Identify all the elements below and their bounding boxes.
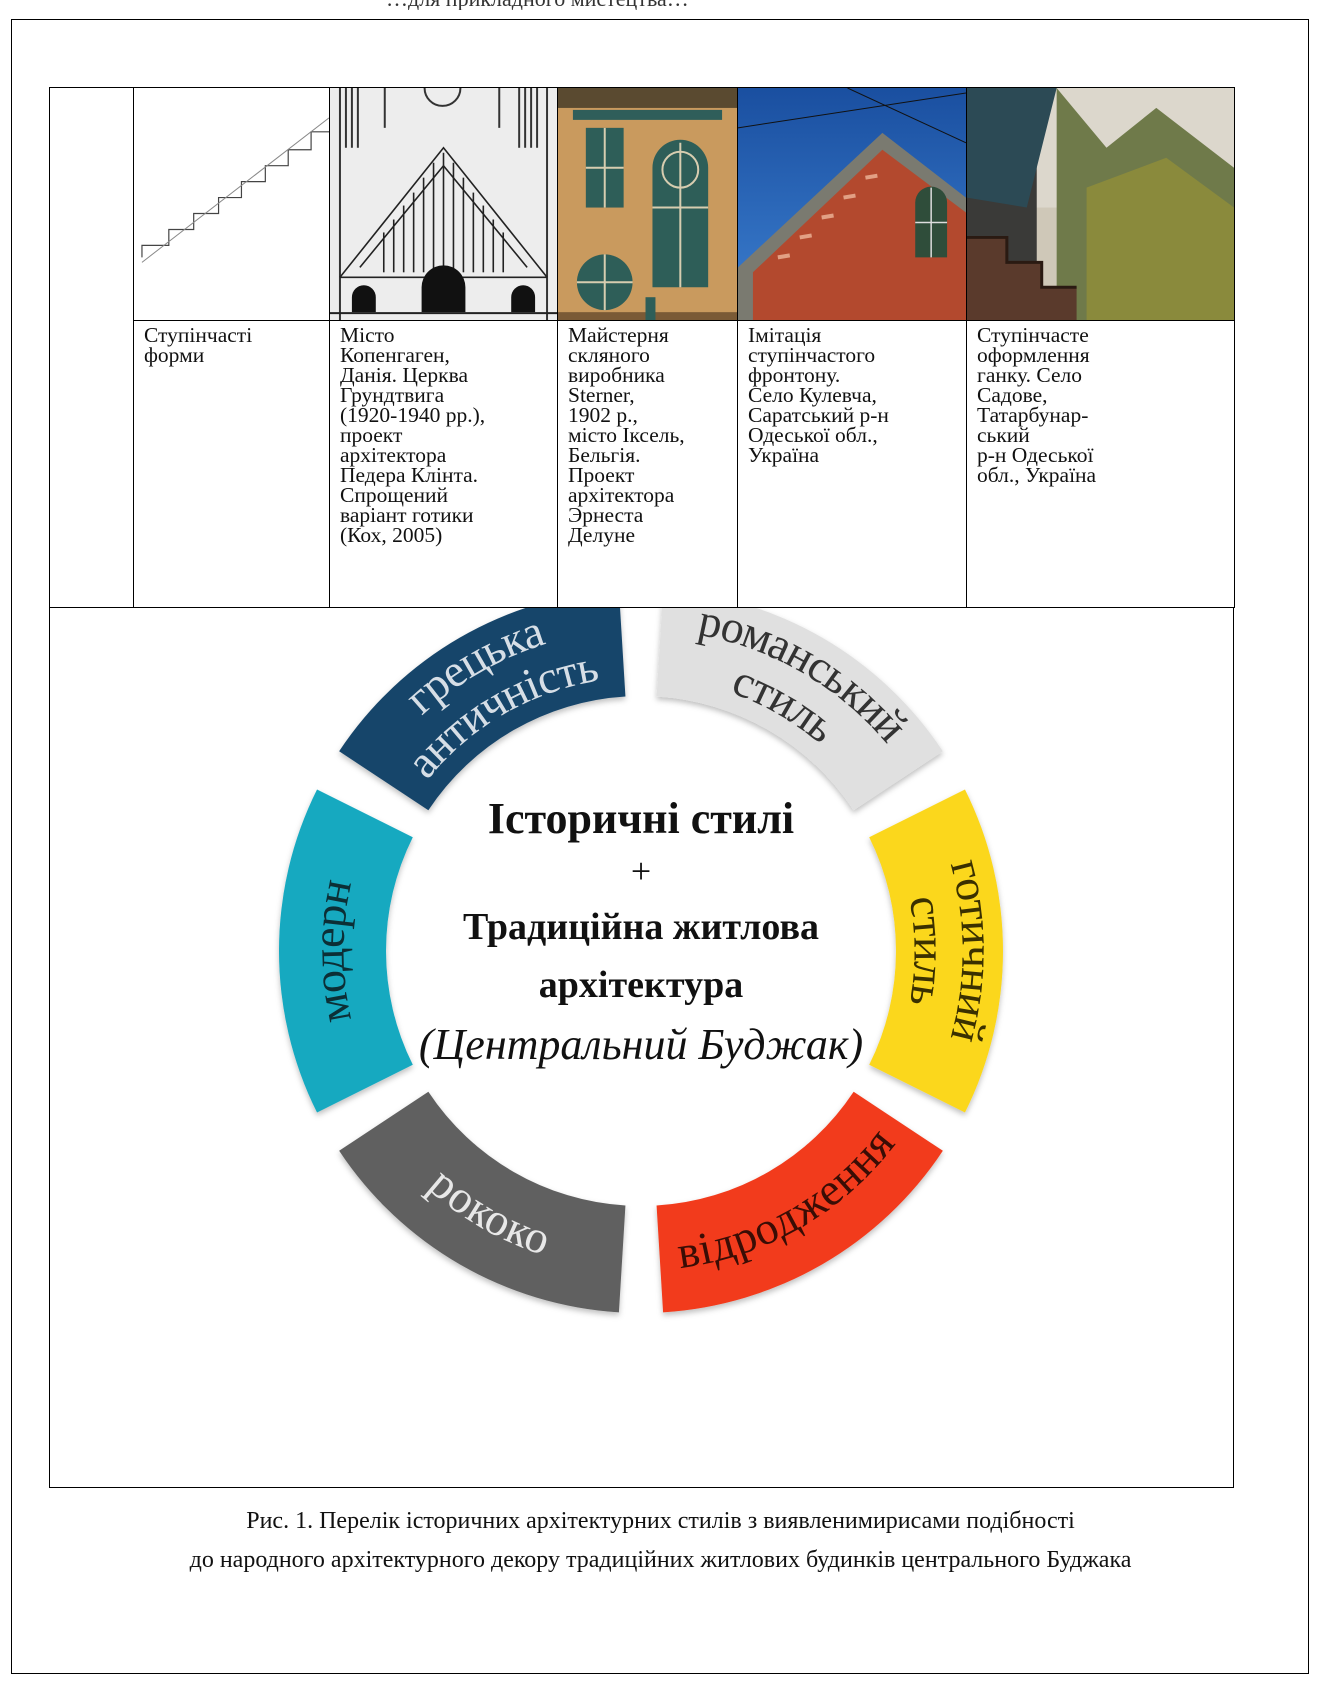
segment-modern <box>279 789 413 1113</box>
grundtvig-church-drawing <box>329 86 558 322</box>
cut-off-header-text: …для прикладного мистецтва… <box>0 0 1321 10</box>
center-title: Історичні стилі <box>488 794 794 843</box>
segment-rococo <box>339 1091 626 1313</box>
sadove-porch-photo <box>966 86 1235 322</box>
caption-sterner: Майстерня скляного виробника Sterner, 19… <box>568 323 685 548</box>
segment-romanesque <box>656 589 943 811</box>
figure-caption-line-1: Рис. 1. Перелік історичних архітектурних… <box>246 1508 1075 1534</box>
header-cut-text: …для прикладного мистецтва… <box>386 0 689 10</box>
center-italic: (Центральний Буджак) <box>419 1020 863 1069</box>
caption-cell-4: Імітація ступінчастого фронтону. Село Ку… <box>737 320 967 609</box>
figure-frame <box>11 19 1309 1674</box>
caption-cell-5: Ступінчасте оформлення ганку. Село Садов… <box>966 320 1235 609</box>
center-line-3: архітектура <box>539 964 743 1006</box>
figure-caption-line-2: до народного архітектурного декору тради… <box>189 1547 1132 1573</box>
caption-sadove: Ступінчасте оформлення ганку. Село Садов… <box>977 323 1097 488</box>
segment-renaissance <box>656 1091 943 1313</box>
table-row-label <box>49 86 134 609</box>
caption-stepped-forms: Ступінчасті форми <box>144 323 253 368</box>
caption-cell-2: Місто Копенгаген, Данія. Церква Грундтви… <box>329 320 558 609</box>
center-line-2: Традиційна житлова <box>463 906 819 948</box>
caption-kulevcha: Імітація ступінчастого фронтону. Село Ку… <box>748 323 889 468</box>
stepped-form-drawing <box>133 86 330 322</box>
segment-greek-antiquity <box>339 589 626 811</box>
sterner-workshop-photo <box>557 86 738 322</box>
segment-modern-label: модерн <box>302 875 361 1027</box>
figure-caption: Рис. 1. Перелік історичних архітектурних… <box>0 1502 1321 1580</box>
segment-gothic-label: стиль <box>900 892 956 1010</box>
center-plus: + <box>631 851 651 891</box>
kulevcha-gable-photo <box>737 86 967 322</box>
segment-gothic <box>869 789 1004 1113</box>
styles-ring-diagram: грецькаантичністьроманськийстильготичний… <box>279 589 1004 1313</box>
caption-copenhagen: Місто Копенгаген, Данія. Церква Грундтви… <box>340 323 486 548</box>
caption-cell-1: Ступінчасті форми <box>133 320 330 609</box>
caption-cell-3: Майстерня скляного виробника Sterner, 19… <box>557 320 738 609</box>
stepped-forms-table: Ступінчасті форми Місто Копенгаген, Дані… <box>49 86 1235 609</box>
